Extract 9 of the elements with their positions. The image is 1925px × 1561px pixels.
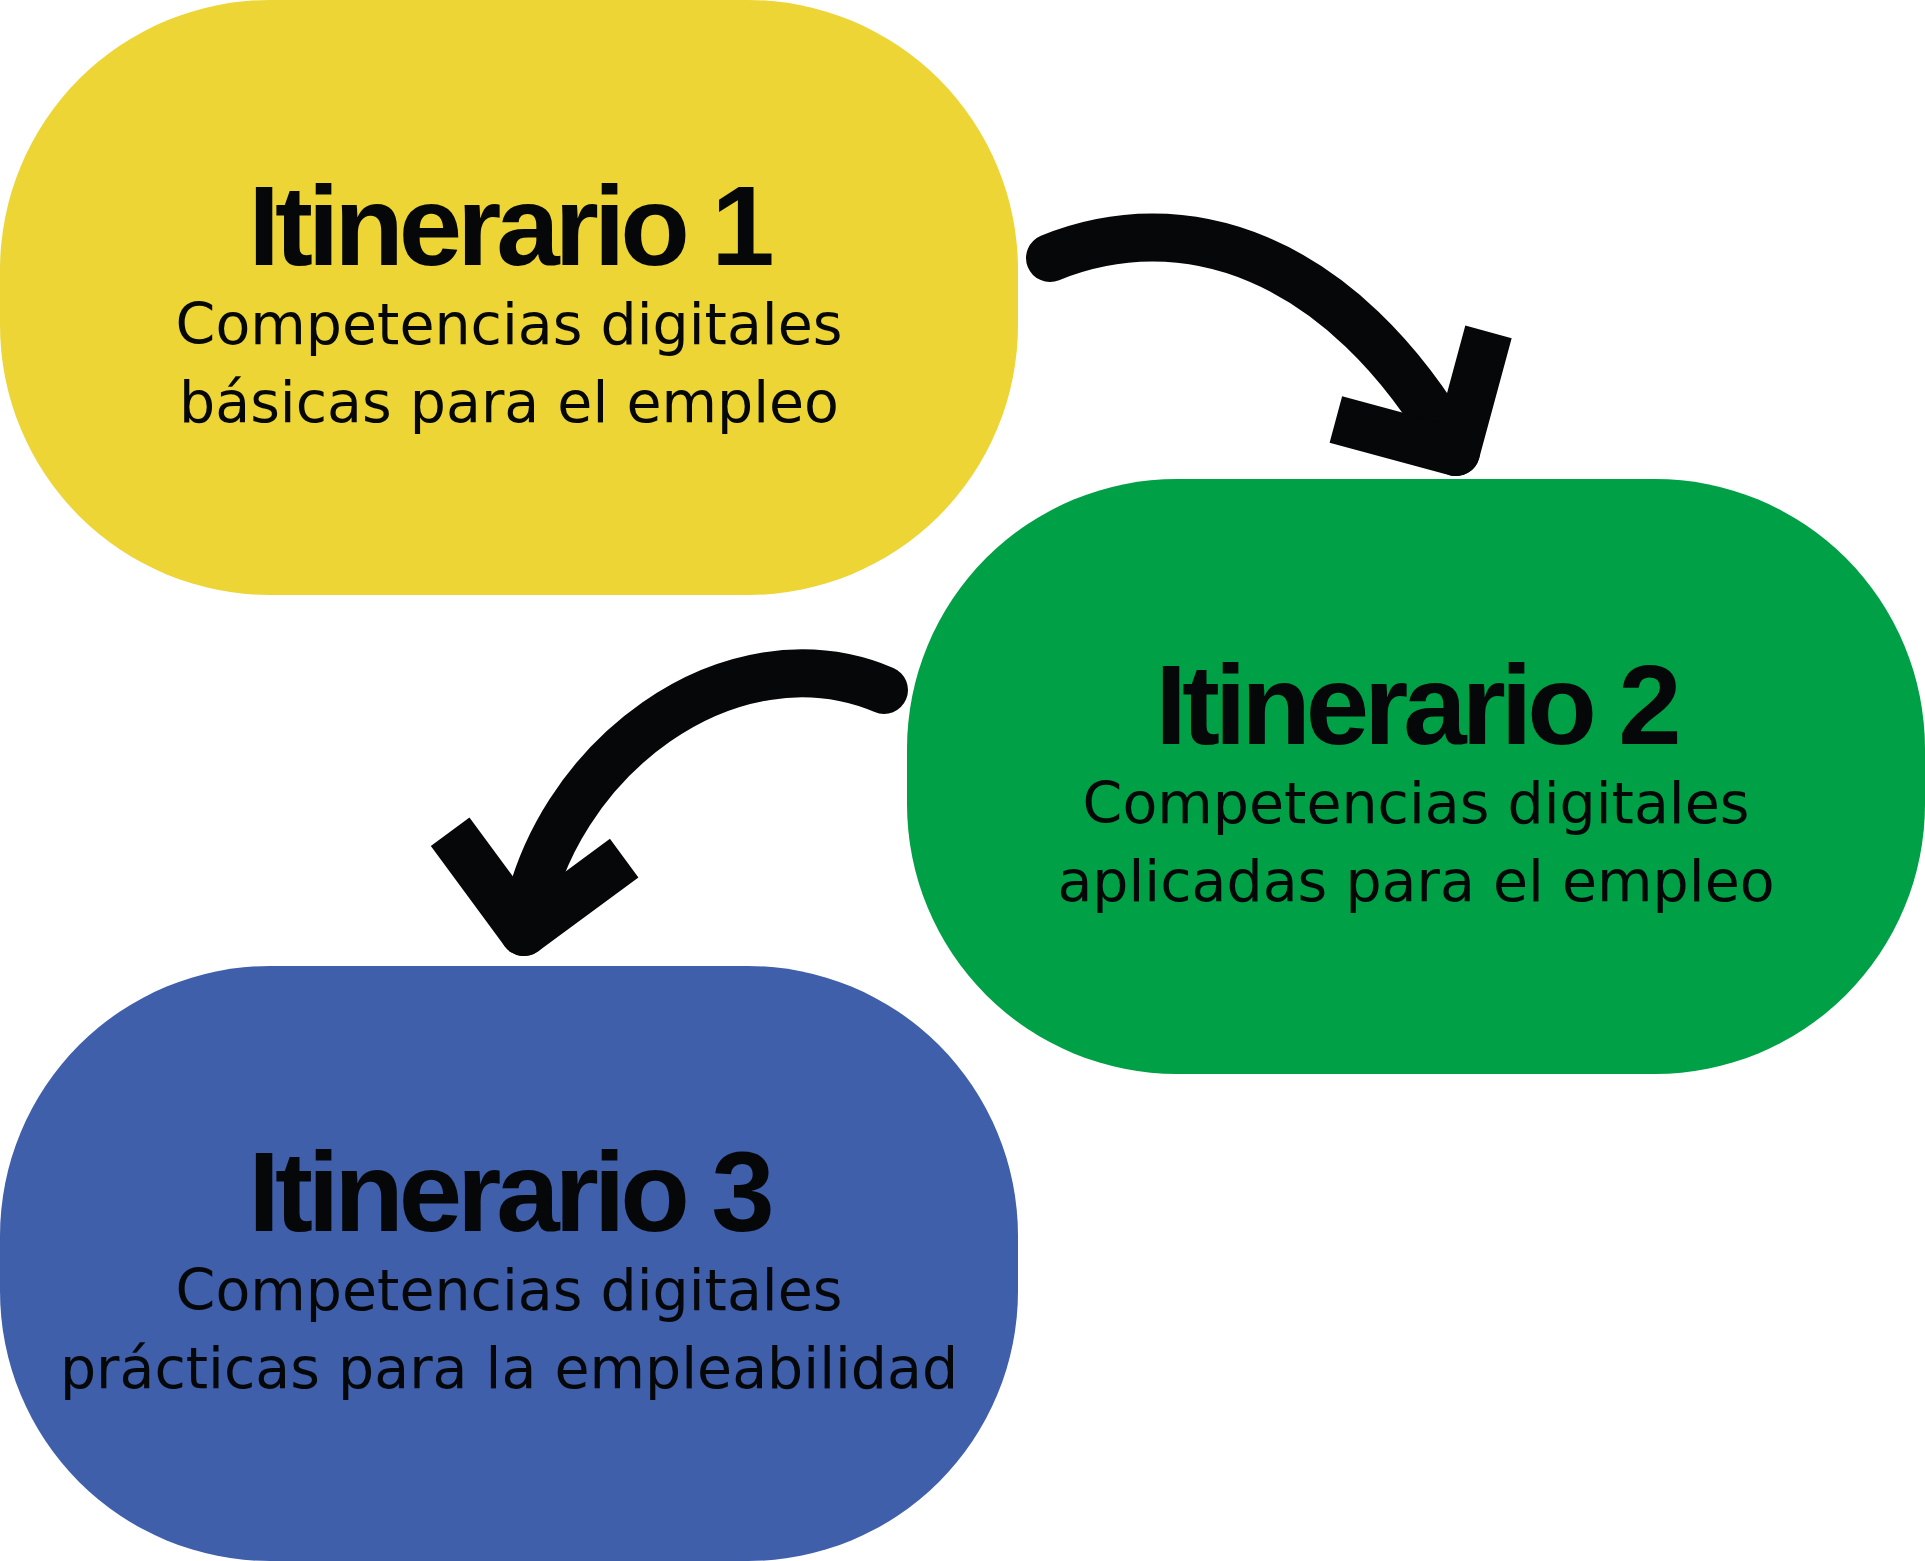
itinerary-description: Competencias digitales prácticas para la empleabilidad bbox=[58, 1255, 960, 1403]
itinerary-title: Itinerario 2 bbox=[1155, 647, 1677, 762]
itinerary-title: Itinerario 3 bbox=[248, 1134, 770, 1249]
itinerary-description: Competencias digitales básicas para el empleo bbox=[174, 289, 844, 437]
itinerary-pill bbox=[0, 0, 1018, 595]
itinerary-title: Itinerario 1 bbox=[248, 168, 770, 283]
itinerary-description: Competencias digitales aplicadas para el empleo bbox=[1056, 768, 1776, 916]
itinerary-pill bbox=[0, 966, 1018, 1561]
itinerary-pill bbox=[907, 479, 1925, 1074]
